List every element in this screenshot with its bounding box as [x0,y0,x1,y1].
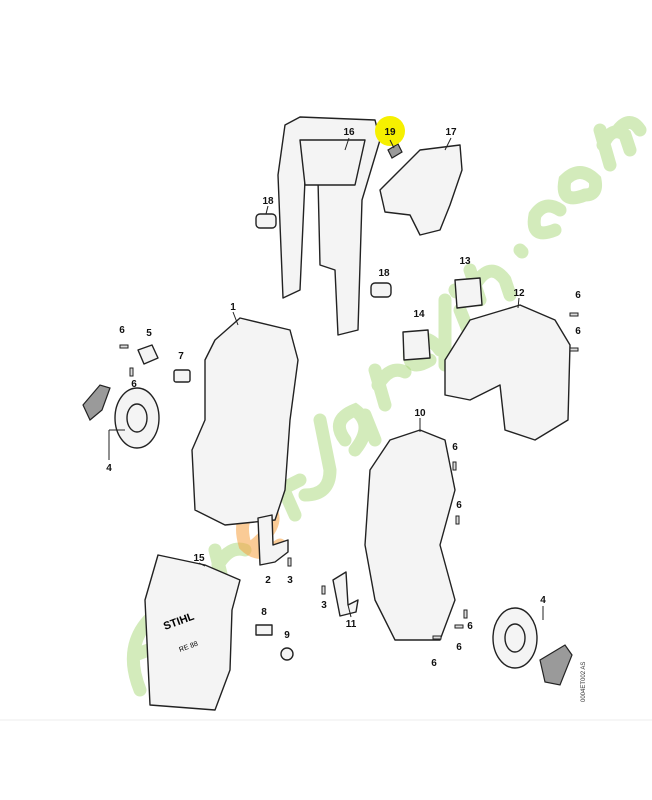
callout-6: 6 [575,326,581,337]
part-8 [255,624,273,636]
callout-5: 5 [146,328,152,339]
callout-2: 2 [265,575,271,586]
callout-11: 11 [346,619,357,630]
callout-6: 6 [119,325,125,336]
callout-19[interactable]: 19 [384,127,396,138]
part-11-bracket [332,571,359,617]
callout-8: 8 [261,607,267,618]
callout-6: 6 [431,658,437,669]
part-17-cover [379,144,463,236]
callout-17: 17 [445,127,457,138]
part-12-side-cover [444,304,571,441]
callout-highlight [375,116,405,146]
callout-6: 6 [456,500,462,511]
callout-9: 9 [284,630,290,641]
leader-lines [108,137,544,620]
part-1-housing [191,317,299,526]
part-18-plug [255,213,277,229]
part-10-pump-unit [364,429,456,641]
callout-4: 4 [106,463,112,474]
callout-12: 12 [513,288,525,299]
callout-3: 3 [321,600,327,611]
callout-6: 6 [575,290,581,301]
part-14-sticker [402,329,431,361]
part-7 [173,369,191,383]
part-4-wheel [82,384,160,449]
callout-6: 6 [456,642,462,653]
part-18-plug [370,282,392,298]
part-2-bracket [257,514,289,566]
part-19 [387,143,403,159]
callout-16: 16 [343,127,355,138]
callout-18: 18 [378,268,390,279]
part-5-switch [137,344,159,365]
screws [119,312,579,640]
callout-10: 10 [414,408,426,419]
part-16-handle [277,116,381,336]
callouts: 16 19 17 18 18 13 12 14 1 6 5 6 7 4 6 6 … [106,127,581,669]
callout-4: 4 [540,595,546,606]
callout-18: 18 [262,196,274,207]
callout-14: 14 [413,309,425,320]
callout-7: 7 [178,351,184,362]
callout-1: 1 [230,302,236,313]
part-4-wheel [492,607,573,686]
callout-15: 15 [193,553,205,564]
callout-6: 6 [467,621,473,632]
callout-13: 13 [459,256,471,267]
drawing-code: 0004ET002 AS [581,662,587,702]
part-9 [280,647,294,661]
part-13-sticker [454,277,483,309]
part-15-front-cover: STIHL RE 88 [144,554,241,711]
callout-6: 6 [131,379,137,390]
callout-6: 6 [452,442,458,453]
callout-3: 3 [287,575,293,586]
